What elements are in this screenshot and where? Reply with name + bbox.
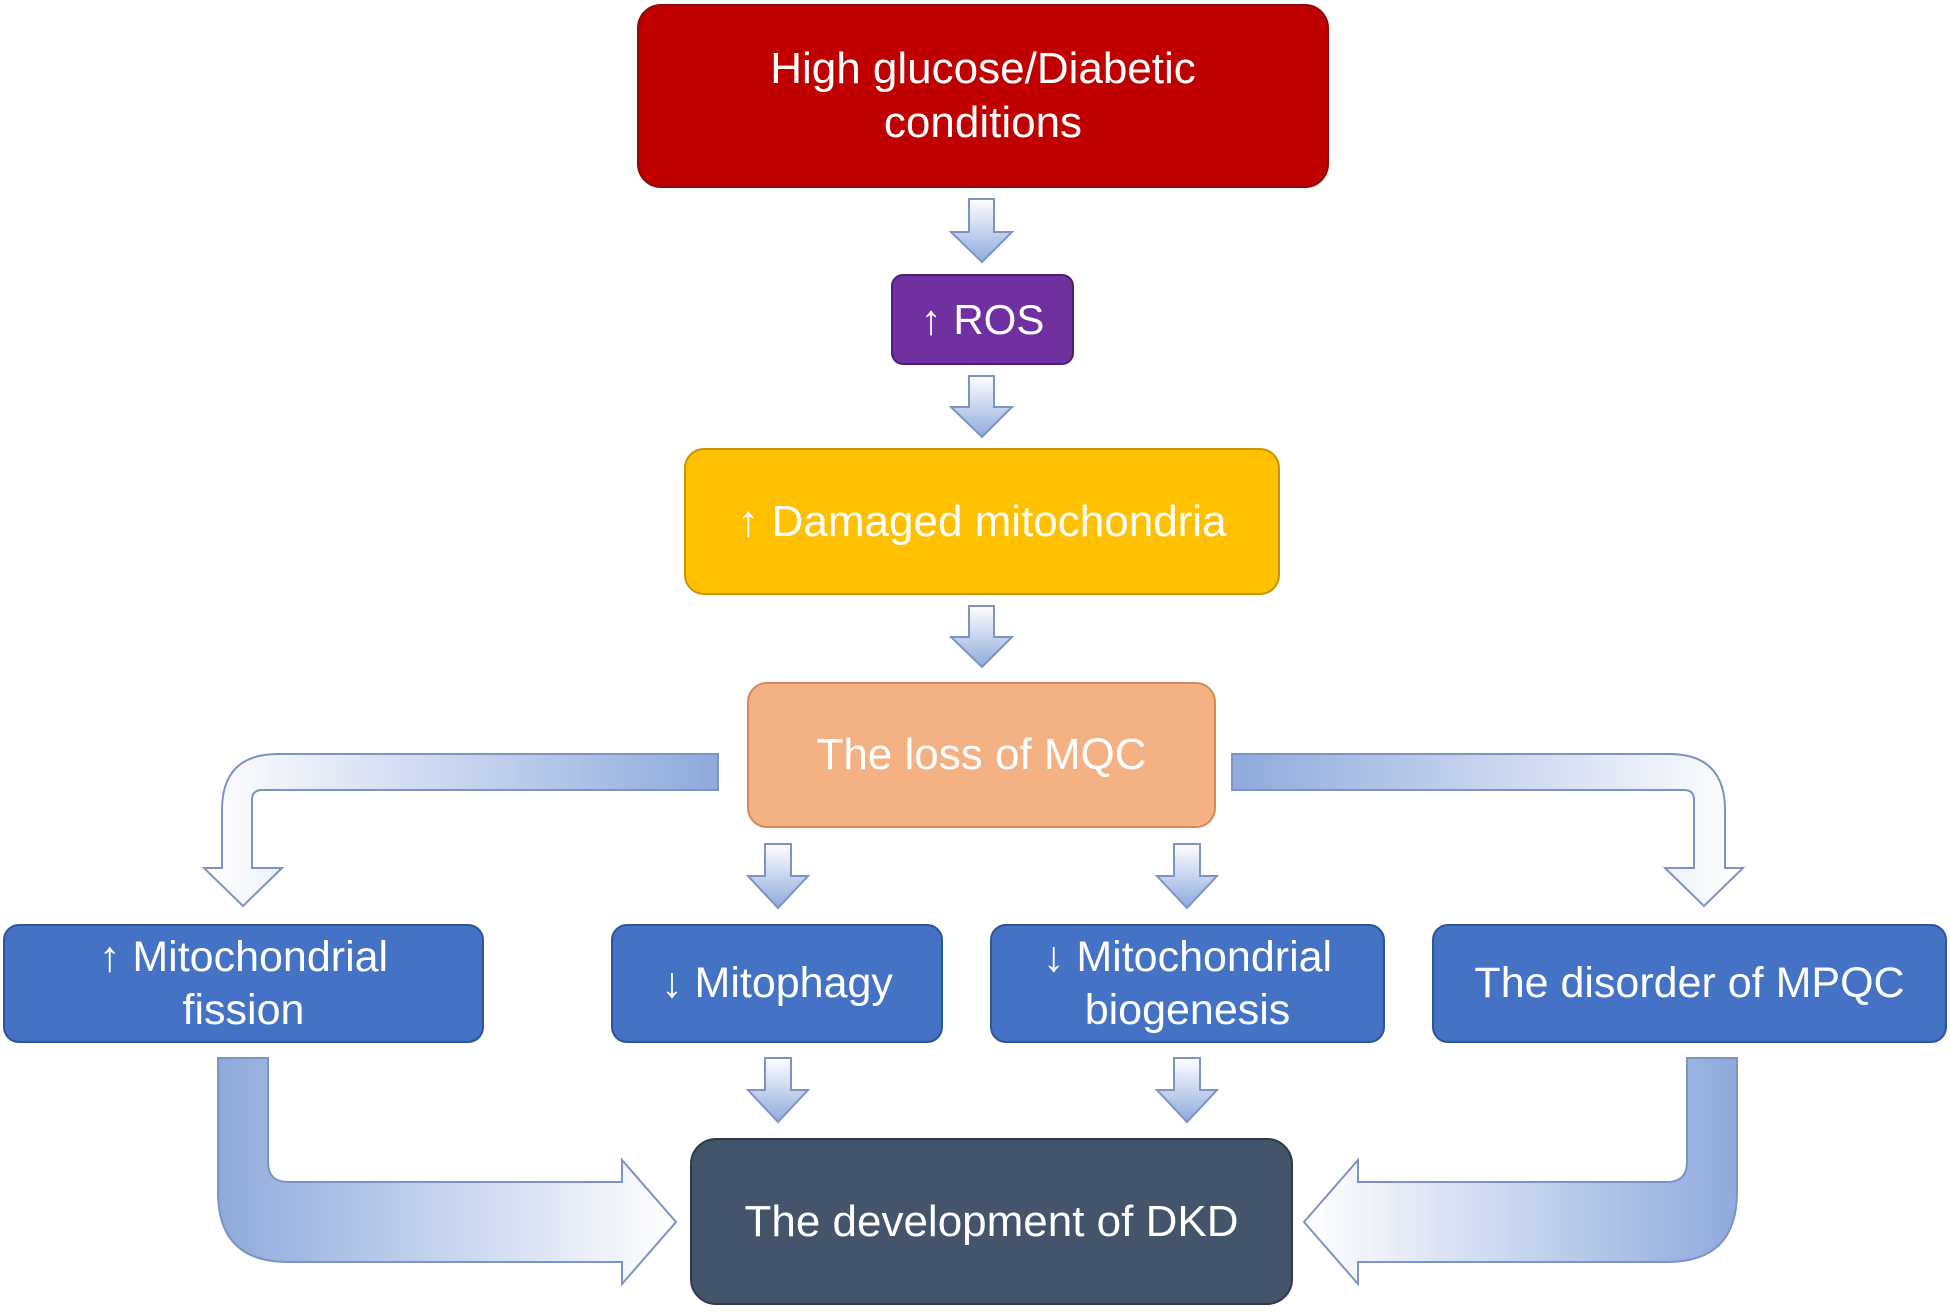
node-mitochondrial-biogenesis-label: ↓ Mitochondrial biogenesis (1042, 933, 1333, 1034)
arrow-damaged-to-mqc (948, 605, 1015, 669)
node-ros: ↑ ROS (891, 274, 1074, 365)
node-mitochondrial-biogenesis: ↓ Mitochondrial biogenesis (990, 924, 1385, 1043)
node-loss-of-mqc-label: The loss of MQC (816, 730, 1147, 780)
arrow-mpqc-to-dkd (1302, 1057, 1738, 1287)
node-mitochondrial-fission: ↑ Mitochondrial fission (3, 924, 484, 1043)
arrow-mqc-to-biogenesis (1154, 843, 1220, 910)
node-ros-label: ↑ ROS (920, 295, 1045, 343)
arrow-fission-to-dkd (217, 1057, 678, 1287)
node-damaged-mitochondria: ↑ Damaged mitochondria (684, 448, 1280, 595)
arrow-mqc-to-mpqc (1231, 753, 1746, 908)
node-development-of-dkd: The development of DKD (690, 1138, 1293, 1305)
arrow-mqc-to-fission (201, 753, 719, 908)
node-mitophagy: ↓ Mitophagy (611, 924, 943, 1043)
node-mitochondrial-fission-label: ↑ Mitochondrial fission (98, 933, 389, 1034)
node-mitophagy-label: ↓ Mitophagy (661, 959, 893, 1008)
arrow-mqc-to-mitophagy (745, 843, 811, 910)
node-development-of-dkd-label: The development of DKD (744, 1196, 1239, 1246)
arrow-ros-to-damaged (948, 375, 1015, 439)
arrow-biogenesis-to-dkd (1154, 1057, 1220, 1124)
arrow-mitophagy-to-dkd (745, 1057, 811, 1124)
node-disorder-of-mpqc-label: The disorder of MPQC (1474, 959, 1905, 1008)
node-high-glucose-label: High glucose/Diabetic conditions (770, 44, 1196, 147)
arrow-top-to-ros (948, 198, 1015, 264)
node-disorder-of-mpqc: The disorder of MPQC (1432, 924, 1947, 1043)
node-high-glucose: High glucose/Diabetic conditions (637, 4, 1329, 188)
node-loss-of-mqc: The loss of MQC (747, 682, 1216, 828)
node-damaged-mitochondria-label: ↑ Damaged mitochondria (737, 496, 1227, 546)
